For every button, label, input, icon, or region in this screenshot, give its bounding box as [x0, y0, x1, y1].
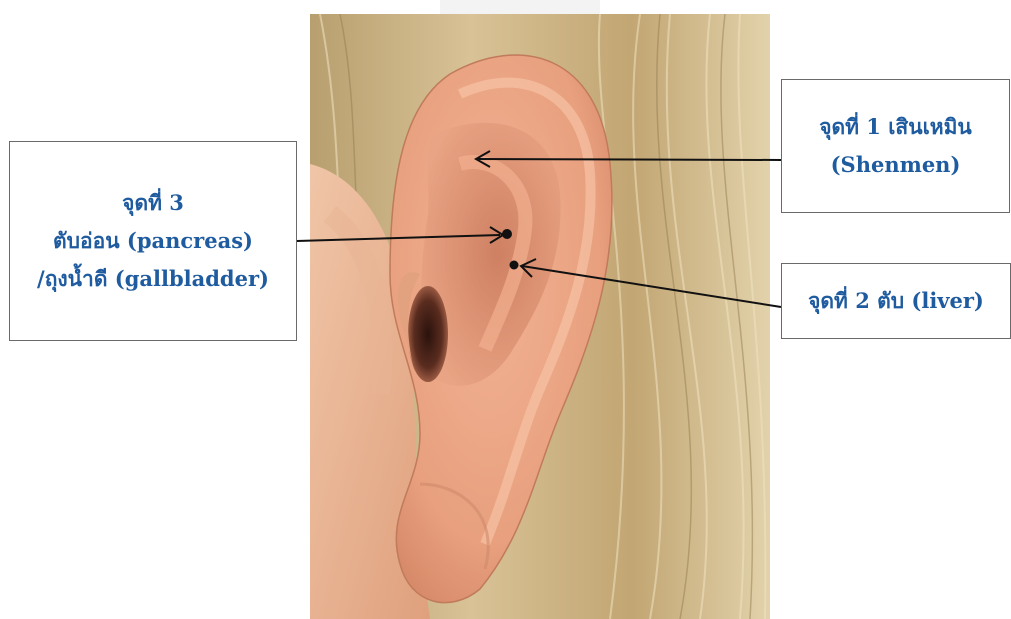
label-point-3: จุดที่ 3 ตับอ่อน (pancreas) /ถุงน้ำดี (g…	[9, 141, 297, 341]
label-point-1-title: จุดที่ 1 เสินเหมิน	[819, 108, 972, 146]
label-point-1: จุดที่ 1 เสินเหมิน (Shenmen)	[781, 79, 1010, 213]
label-point-3-title: จุดที่ 3	[122, 184, 184, 222]
watermark-band	[440, 0, 600, 14]
label-point-3-gallbladder: /ถุงน้ำดี (gallbladder)	[37, 260, 269, 298]
label-point-3-pancreas: ตับอ่อน (pancreas)	[53, 222, 253, 260]
ear-canal	[408, 286, 448, 382]
label-point-2-title: จุดที่ 2 ตับ (liver)	[808, 282, 984, 320]
ear-photo	[310, 14, 770, 619]
label-point-1-name: (Shenmen)	[831, 146, 961, 184]
label-point-2: จุดที่ 2 ตับ (liver)	[781, 263, 1011, 339]
